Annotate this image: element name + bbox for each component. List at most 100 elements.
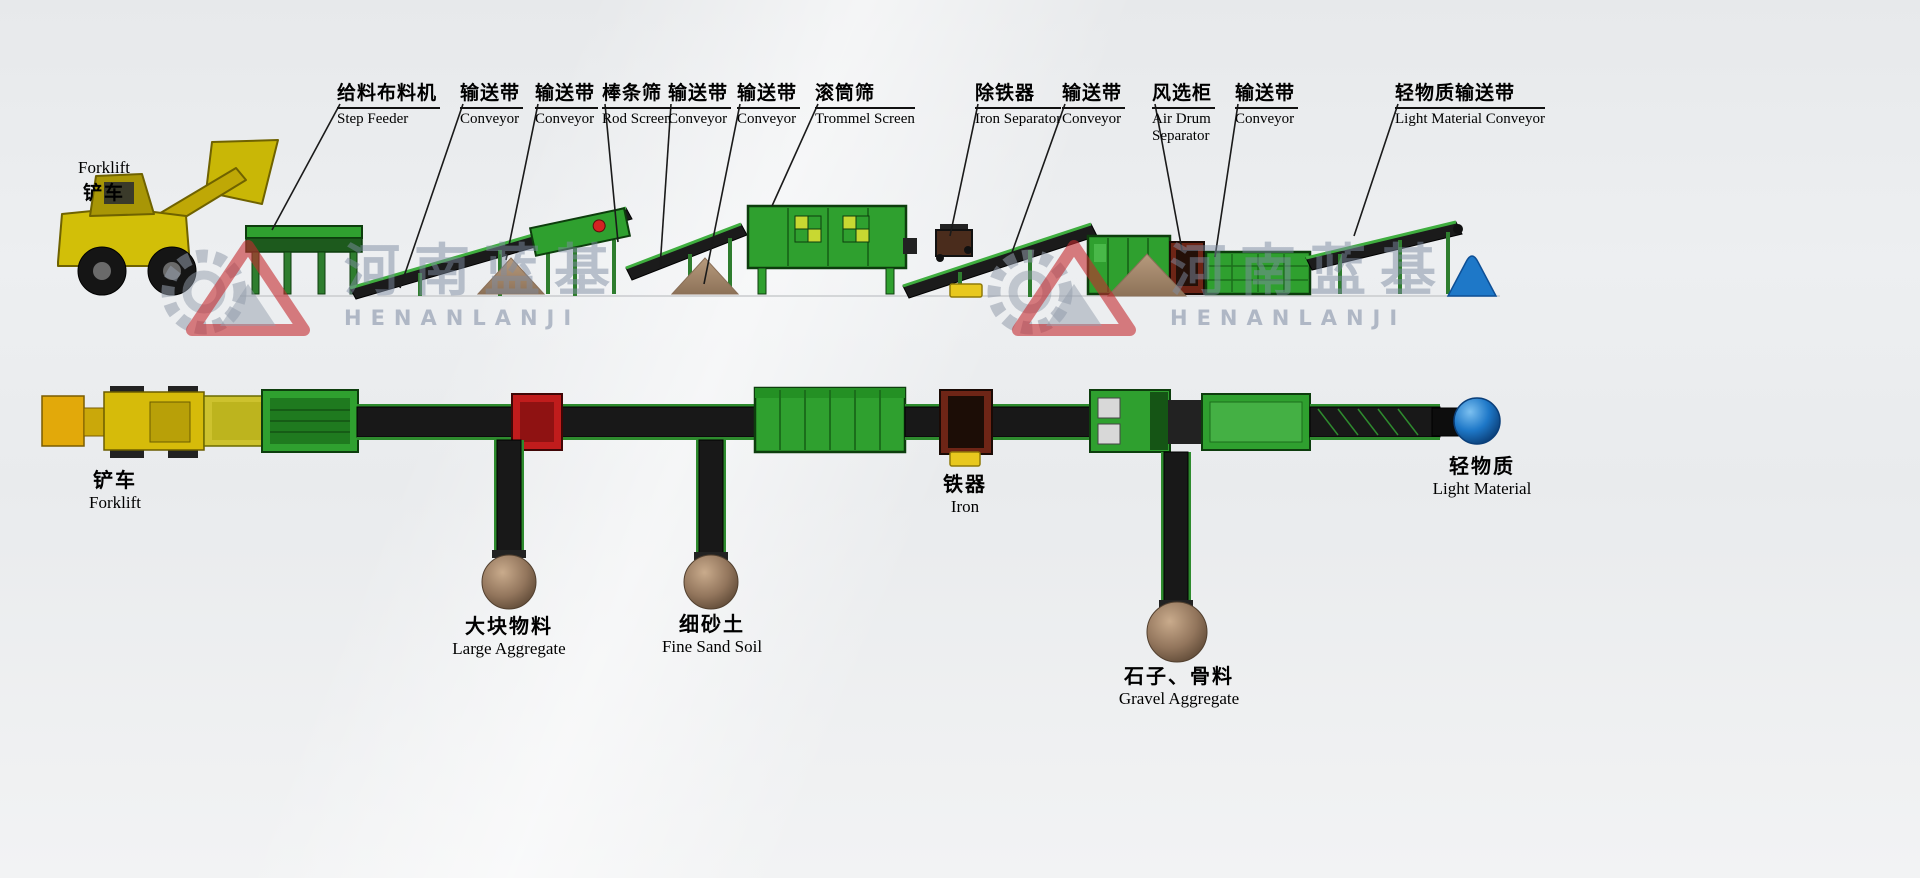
callout-conveyor-3: 输送带 Conveyor	[668, 78, 732, 128]
wheel-hub	[163, 262, 181, 280]
callout-zh: 输送带	[668, 78, 732, 109]
forklift-plan-label: 铲车 Forklift	[60, 464, 170, 513]
leader-conveyor-6	[1214, 103, 1239, 258]
callout-conveyor-5: 输送带 Conveyor	[1062, 78, 1126, 128]
label-en: Light Material	[1432, 479, 1532, 498]
leader-conveyor-5	[1009, 103, 1066, 259]
label-en: Large Aggregate	[452, 639, 566, 658]
callout-conveyor-2: 输送带 Conveyor	[535, 78, 599, 128]
leader-step-feeder	[271, 103, 341, 231]
label-zh: 大块物料	[465, 614, 553, 638]
callout-step-feeder: 给料布料机 Step Feeder	[337, 78, 441, 128]
callout-en: Iron Separator	[975, 111, 1062, 127]
light-material-ball	[1453, 397, 1501, 445]
air-drum-separator-plan	[1089, 389, 1202, 453]
leader-light-material-conveyor	[1353, 103, 1399, 237]
callout-conveyor-1: 输送带 Conveyor	[460, 78, 524, 128]
forklift-window	[104, 182, 134, 204]
callout-en: Separator	[1152, 128, 1210, 144]
rod-screen-motor	[592, 219, 606, 233]
light-material-cone	[1446, 255, 1498, 297]
wheel-hub	[93, 262, 111, 280]
iron-piece-plan	[949, 451, 981, 467]
label-en: Gravel Aggregate	[1118, 689, 1240, 708]
callout-zh: 除铁器	[975, 78, 1062, 109]
light-material-conveyor-side	[1305, 220, 1463, 294]
gravel-aggregate-label: 石子、骨料 Gravel Aggregate	[1095, 660, 1263, 709]
callout-trommel-screen: 滚筒筛 Trommel Screen	[815, 78, 915, 128]
pile-large-aggregate	[481, 554, 537, 610]
step-feeder-plan	[261, 389, 359, 453]
callout-en: Air Drum	[1152, 111, 1211, 127]
pile-gravel-aggregate	[1146, 601, 1208, 663]
trommel-motor	[903, 238, 917, 254]
discharge-box-side	[1204, 250, 1312, 296]
light-material-conveyor-plan	[1309, 404, 1479, 440]
fine-sand-soil-label: 细砂土 Fine Sand Soil	[642, 608, 782, 657]
trommel-window-1	[794, 215, 822, 243]
forklift-plan-bucket	[41, 395, 85, 447]
forklift-label-en: Forklift	[78, 158, 130, 177]
iron-piece-side	[949, 283, 983, 298]
callout-en: Conveyor	[668, 111, 728, 127]
callout-light-material-conveyor: 轻物质输送带 Light Material Conveyor	[1395, 78, 1545, 128]
iron-separator-side	[935, 224, 973, 262]
forklift-plan	[41, 386, 271, 458]
callout-zh: 轻物质输送带	[1395, 78, 1545, 109]
callout-en: Conveyor	[535, 111, 595, 127]
callout-zh: 输送带	[1062, 78, 1126, 109]
leader-conveyor-2	[505, 103, 539, 261]
callout-zh: 输送带	[737, 78, 801, 109]
leader-conveyor-1	[399, 103, 464, 289]
callout-zh: 棒条筛	[602, 78, 672, 109]
callout-zh: 给料布料机	[337, 78, 441, 109]
label-zh: 轻物质	[1449, 454, 1515, 478]
trommel-screen-plan	[753, 386, 907, 454]
callout-en: Step Feeder	[337, 111, 409, 127]
callout-zh: 输送带	[1235, 78, 1299, 109]
step-feeder-side	[245, 225, 363, 295]
leader-trommel-screen	[771, 103, 819, 207]
conveyor-3-side	[902, 222, 1098, 299]
main-belt-plan-b	[904, 404, 1091, 440]
pile-fine-sand-soil	[683, 554, 739, 610]
callout-zh: 滚筒筛	[815, 78, 915, 109]
callout-en: Conveyor	[1235, 111, 1295, 127]
discharge-box-plan	[1201, 393, 1311, 451]
callout-en: Conveyor	[460, 111, 520, 127]
label-zh: 石子、骨料	[1124, 664, 1234, 688]
callout-rod-screen: 棒条筛 Rod Screen	[602, 78, 672, 128]
callout-en: Trommel Screen	[815, 111, 915, 127]
leader-rod-screen	[604, 103, 619, 243]
air-separator-fan	[1168, 400, 1202, 444]
label-zh: 细砂土	[679, 612, 745, 636]
branch-conveyor-fine-sand	[694, 439, 728, 560]
leader-conveyor-4	[703, 103, 741, 285]
leader-air-drum-separator	[1154, 103, 1183, 251]
branch-conveyor-gravel	[1159, 451, 1193, 608]
trommel-screen-side	[746, 204, 917, 295]
callout-zh: 输送带	[535, 78, 599, 109]
light-material-label: 轻物质 Light Material	[1408, 450, 1556, 499]
callout-zh: 输送带	[460, 78, 524, 109]
leader-conveyor-3	[659, 103, 672, 269]
callout-en: Conveyor	[1062, 111, 1122, 127]
iron-separator-plan	[939, 389, 993, 455]
aggregate-pile-side-1	[476, 257, 546, 295]
label-en: Fine Sand Soil	[661, 637, 763, 656]
trommel-window-2	[842, 215, 870, 243]
forklift-side-label: Forklift 铲车	[52, 158, 156, 205]
callout-en: Rod Screen	[602, 111, 672, 127]
label-zh: 铲车	[93, 468, 137, 492]
branch-conveyor-large-aggregate	[492, 439, 526, 558]
label-en: Iron	[950, 497, 980, 516]
leader-lines	[271, 103, 1399, 289]
forklift-label-zh: 铲车	[82, 182, 125, 204]
callout-zh: 风选柜	[1152, 78, 1216, 109]
callout-conveyor-6: 输送带 Conveyor	[1235, 78, 1299, 128]
large-aggregate-label: 大块物料 Large Aggregate	[437, 610, 581, 659]
label-zh: 铁器	[943, 472, 987, 496]
callout-conveyor-4: 输送带 Conveyor	[737, 78, 801, 128]
rod-screen-side	[528, 207, 632, 294]
callout-air-drum-separator: 风选柜 Air Drum Separator	[1152, 78, 1216, 145]
